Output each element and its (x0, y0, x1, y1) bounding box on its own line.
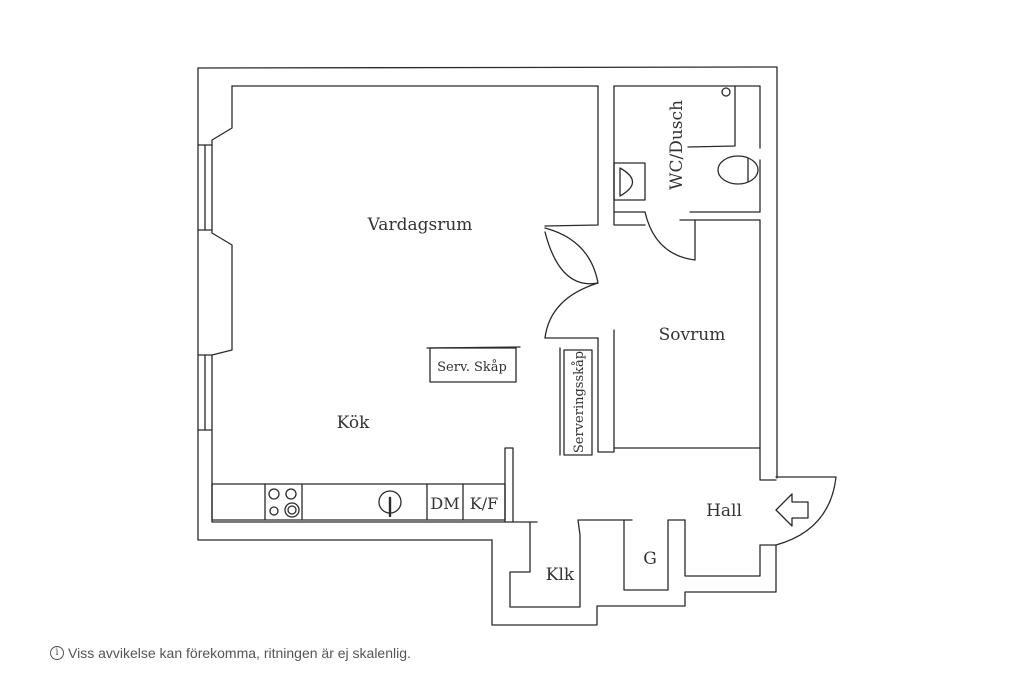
sink-icon (378, 490, 402, 518)
label-serv-skap: Serv. Skåp (437, 359, 507, 375)
label-fridge-freezer: K/F (470, 494, 498, 513)
stove-icon (268, 488, 300, 518)
wc-fixtures (613, 85, 759, 201)
room-label-hall: Hall (706, 501, 742, 521)
label-serveringsskap: Serveringsskåp (571, 351, 587, 453)
room-label-kok: Kök (337, 413, 370, 433)
disclaimer-text: Viss avvikelse kan förekomma, ritningen … (68, 645, 411, 661)
room-label-sovrum: Sovrum (659, 325, 726, 345)
cabinets (426, 346, 593, 456)
doors (544, 211, 837, 546)
walls (197, 66, 778, 626)
room-label-g: G (643, 549, 657, 569)
info-icon: i (50, 646, 64, 660)
label-dishwasher: DM (430, 494, 459, 513)
disclaimer: i Viss avvikelse kan förekomma, ritninge… (50, 645, 411, 661)
room-label-wc-dusch: WC/Dusch (667, 100, 687, 190)
room-label-klk: Klk (546, 565, 575, 585)
room-label-vardagsrum: Vardagsrum (367, 215, 473, 235)
entry-arrow-icon (775, 493, 809, 527)
